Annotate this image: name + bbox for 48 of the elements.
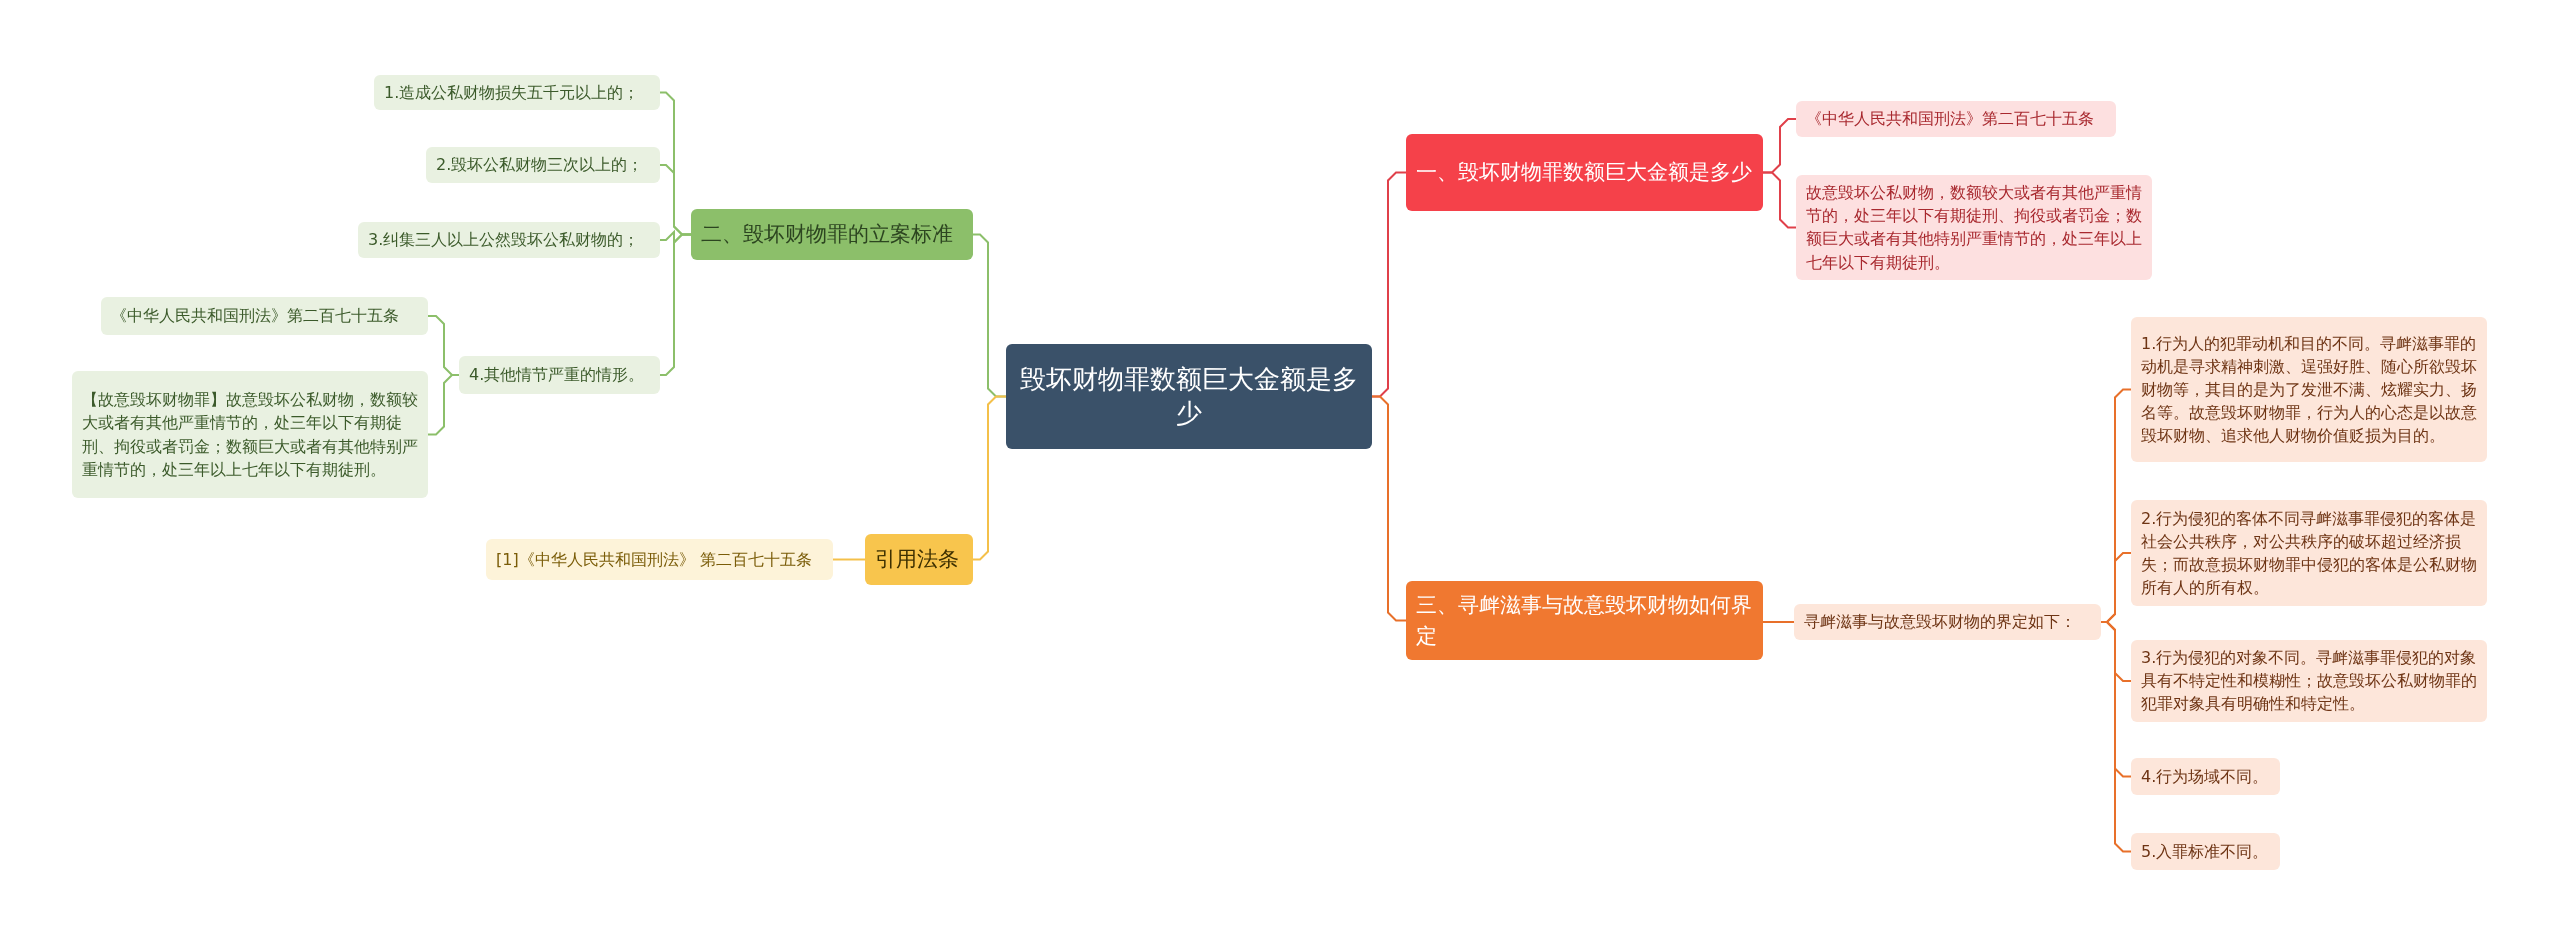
subtopic-box (72, 371, 428, 498)
connector-line (2100, 621, 2132, 853)
subtopic-box (2131, 640, 2487, 722)
node-text: 《中华人民共和国刑法》第二百七十五条 (111, 305, 400, 328)
subtopic-box (459, 356, 660, 394)
connector-line (659, 233, 692, 376)
node-text: 故意毁坏公私财物，数额较大或者有其他严重情节的，处三年以下有期徒刑、拘役或者罚金；数额巨大或者有其他特别严重情节的，处三年以上七年以下有期徒刑。 (1806, 182, 2142, 274)
connector-line (832, 558, 866, 561)
node-text: 4.行为场域不同。 (2141, 765, 2270, 788)
central-topic-box (1006, 344, 1372, 449)
node-text: 2.毁坏公私财物三次以上的； (436, 154, 645, 177)
node-text: 引用法条 (875, 546, 960, 574)
subtopic-box (101, 297, 428, 335)
node-text: 二、毁坏财物罪的立案标准 (701, 221, 954, 249)
node-text: 《中华人民共和国刑法》第二百七十五条 (1806, 108, 2095, 131)
node-text: 3.纠集三人以上公然毁坏公私财物的； (368, 229, 641, 252)
connector-line (1371, 395, 1407, 622)
subtopic-box (1794, 604, 2101, 640)
connector-line (1762, 621, 1795, 623)
topic-box (865, 534, 973, 585)
subtopic-box (2131, 317, 2487, 462)
subtopic-box (2131, 500, 2487, 606)
topic-box (691, 209, 973, 260)
node-text: [1]《中华人民共和国刑法》 第二百七十五条 (496, 548, 813, 571)
subtopic-box (374, 75, 660, 111)
node-text: 一、毁坏财物罪数额巨大金额是多少 (1416, 159, 1753, 187)
node-text: 1.行为人的犯罪动机和目的不同。寻衅滋事罪的动机是寻求精神刺激、逞强好胜、随心所欲毁坏财物等，其目的是为了发泄不满、炫耀实力、扬名等。故意毁坏财物罪，行为人的心态是以故意毁坏财物、追求他人财物价值贬损为目的。 (2141, 332, 2477, 448)
node-text: 4.其他情节严重的情形。 (469, 364, 646, 387)
subtopic-box (486, 539, 833, 580)
topic-box (1406, 581, 1763, 660)
node-text: 寻衅滋事与故意毁坏财物的界定如下： (1804, 611, 2077, 634)
subtopic-box (2131, 833, 2280, 870)
connector-line (427, 374, 460, 436)
subtopic-box (1796, 101, 2116, 137)
node-text: 3.行为侵犯的对象不同。寻衅滋事罪侵犯的对象具有不特定性和模糊性；故意毁坏公私财物罪的犯罪对象具有明确性和特定性。 (2141, 647, 2477, 716)
node-text: 2.行为侵犯的客体不同寻衅滋事罪侵犯的客体是社会公共秩序，对公共秩序的破坏超过经济损失；而故意损坏财物罪中侵犯的客体是公私财物所有人的所有权。 (2141, 507, 2477, 600)
node-text: 【故意毁坏财物罪】故意毁坏公私财物，数额较大或者有其他严重情节的，处三年以下有期徒刑、拘役或者罚金；数额巨大或者有其他特别严重情节的，处三年以上七年以下有期徒刑。 (82, 389, 418, 481)
node-text: 5.入罪标准不同。 (2141, 840, 2270, 863)
subtopic-box (1796, 175, 2152, 280)
topic-box (1406, 134, 1763, 211)
node-text: 三、寻衅滋事与故意毁坏财物如何界定 (1416, 592, 1753, 650)
node-text: 毁坏财物罪数额巨大金额是多少 (1019, 362, 1359, 430)
connector-line (1762, 171, 1797, 229)
subtopic-box (426, 147, 660, 183)
subtopic-box (2131, 758, 2280, 795)
node-text: 1.造成公私财物损失五千元以上的； (384, 82, 641, 104)
subtopic-box (358, 222, 660, 258)
connector-line (972, 395, 1007, 561)
